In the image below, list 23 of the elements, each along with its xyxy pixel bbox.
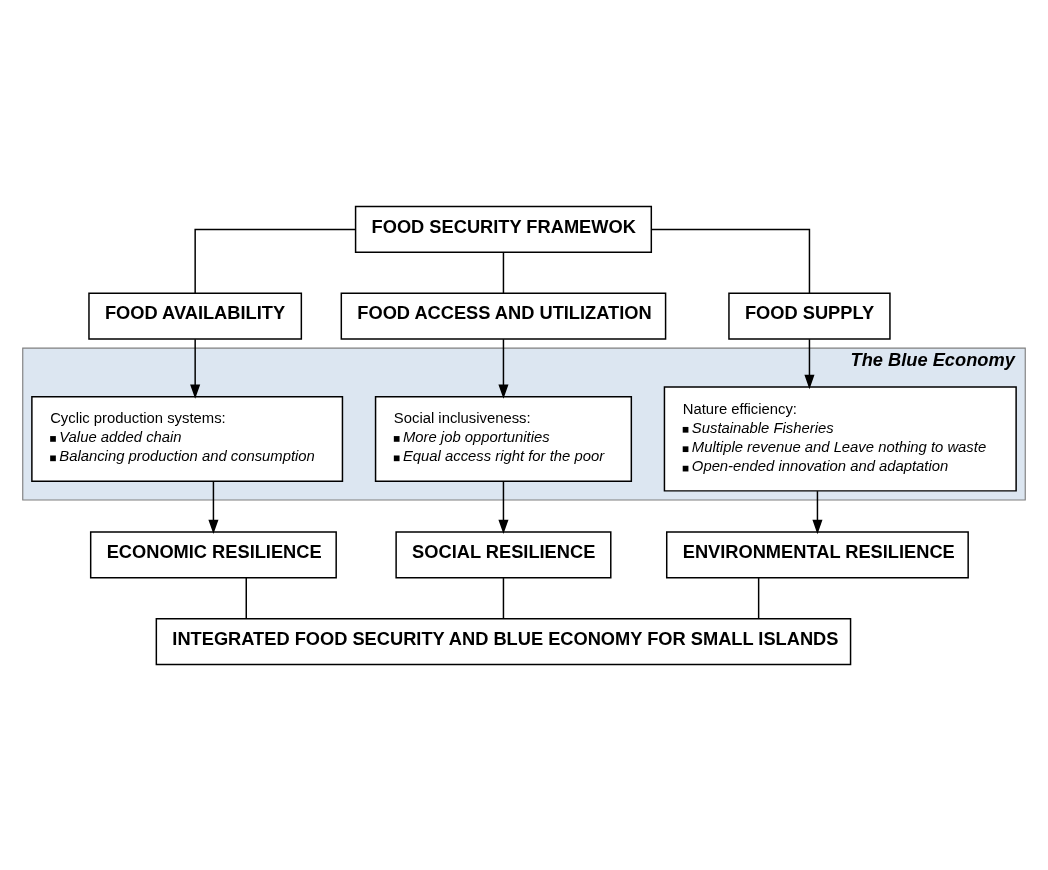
node-box: Social inclusiveness: More job opportunities Equal access right for the poor bbox=[374, 395, 633, 482]
node-box: FOOD AVAILABILITY bbox=[88, 292, 303, 340]
arrow bbox=[498, 480, 509, 534]
node-box: FOOD ACCESS AND UTILIZATION bbox=[340, 292, 667, 340]
connector bbox=[194, 228, 356, 294]
connector bbox=[245, 576, 247, 619]
connector bbox=[650, 228, 811, 294]
node-box: Cyclic production systems: Value added chain Balancing production and consumption bbox=[31, 395, 344, 482]
arrow bbox=[812, 489, 823, 534]
node-box: ECONOMIC RESILIENCE bbox=[89, 530, 337, 578]
connector bbox=[757, 576, 760, 619]
arrow bbox=[804, 338, 815, 389]
node-box: FOOD SUPPLY bbox=[728, 292, 891, 340]
node-box: SOCIAL RESILIENCE bbox=[395, 530, 612, 578]
node-box: ENVIRONMENTAL RESILIENCE bbox=[666, 530, 969, 578]
arrow bbox=[190, 338, 201, 399]
arrow bbox=[498, 338, 509, 399]
arrow bbox=[208, 480, 219, 534]
node-box: Nature efficiency: Sustainable Fisheries Multiple revenue and Leave nothing to waste Open-ended innovation and adaptation bbox=[663, 385, 1017, 492]
node-box: FOOD SECURITY FRAMEWOK bbox=[354, 205, 653, 253]
node-box: INTEGRATED FOOD SECURITY AND BLUE ECONOMY FOR SMALL ISLANDS bbox=[155, 617, 852, 665]
connector bbox=[502, 576, 505, 619]
connector bbox=[502, 251, 505, 294]
